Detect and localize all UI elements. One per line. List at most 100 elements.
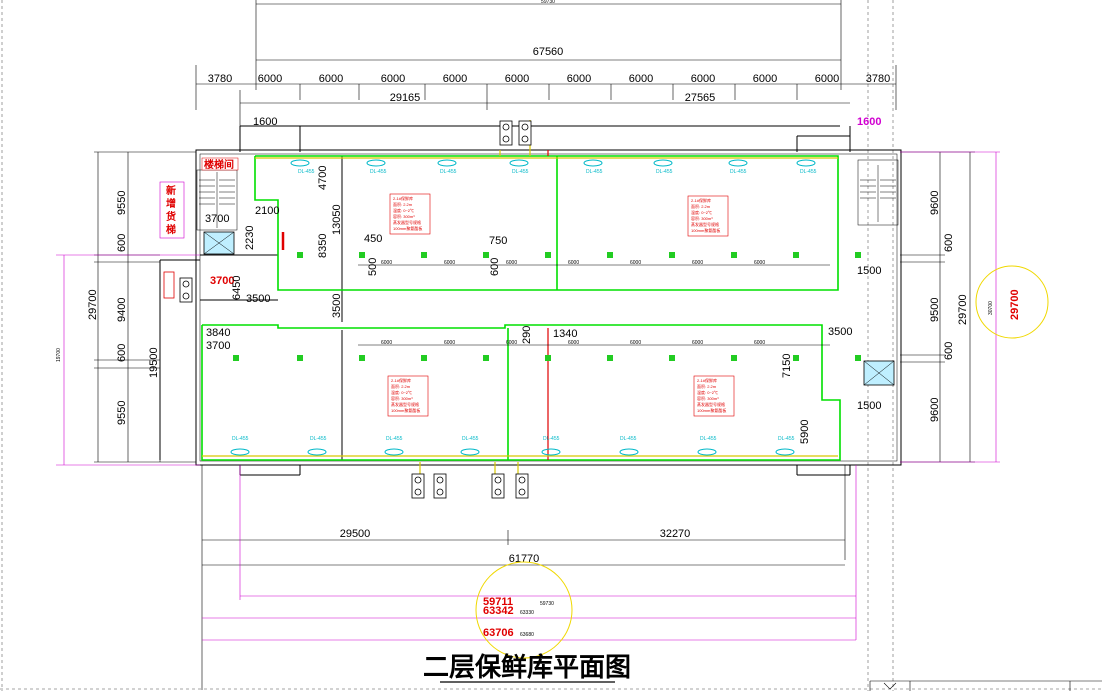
- dim-1340: 1340: [553, 328, 577, 340]
- refrigerant-piping: [281, 150, 549, 460]
- dim-5900: 5900: [799, 420, 811, 444]
- dim-bottom-left: 29500: [340, 528, 371, 540]
- room-legend-box-3: 2-1#保鲜库 面积: 2.2m 温度: 0~2℃ 容积: 300m³ 蒸发器型…: [387, 375, 429, 417]
- condensing-units: [163, 120, 532, 499]
- dim-2100: 2100: [255, 205, 279, 217]
- bay-dim: 6000: [381, 73, 405, 85]
- evaporator-unit-labels: DL-455 DL-455 DL-455 DL-455 DL-455 DL-45…: [232, 169, 817, 442]
- interior-grid-dim-lines: [358, 264, 830, 346]
- dim-3700-b: 3700: [206, 340, 230, 352]
- freight-elevator-left: [203, 231, 235, 255]
- evaporators-top: [290, 159, 816, 167]
- bottom-magenta-dims: [202, 465, 857, 641]
- svg-text:DL-455: DL-455: [620, 436, 637, 442]
- svg-text:100mm聚氨酯板: 100mm聚氨酯板: [691, 227, 720, 233]
- svg-text:面积: 2.2m: 面积: 2.2m: [393, 201, 413, 207]
- svg-text:6000: 6000: [630, 340, 641, 346]
- dim-600-b-right: 600: [943, 342, 955, 360]
- svg-text:容积: 300m³: 容积: 300m³: [691, 215, 713, 221]
- bay-dim: 6000: [443, 73, 467, 85]
- highlight-circle-bottom: [475, 561, 573, 659]
- new-elevator-label-box: [159, 181, 185, 239]
- column-markers: [233, 252, 861, 361]
- svg-text:温度: 0~2℃: 温度: 0~2℃: [697, 389, 718, 395]
- dim-290: 290: [521, 326, 533, 344]
- dim-500: 500: [367, 258, 379, 276]
- svg-text:容积: 300m³: 容积: 300m³: [391, 395, 413, 401]
- svg-text:梯: 梯: [166, 223, 176, 236]
- dim-2230: 2230: [244, 226, 256, 250]
- dim-7150: 7150: [781, 354, 793, 378]
- dim-6450: 6450: [231, 276, 243, 300]
- bay-dim: 6000: [753, 73, 777, 85]
- dim-600-a-right: 600: [943, 234, 955, 252]
- room-legend-box-4: 2-1#保鲜库 面积: 2.2m 温度: 0~2℃ 容积: 300m³ 蒸发器型…: [693, 375, 735, 417]
- svg-text:容积: 300m³: 容积: 300m³: [697, 395, 719, 401]
- svg-text:蒸发器型号规格: 蒸发器型号规格: [697, 401, 725, 407]
- dim-red-b: 63342: [483, 605, 514, 617]
- svg-text:DL-455: DL-455: [656, 169, 673, 175]
- svg-text:6000: 6000: [692, 340, 703, 346]
- top-dimension-lines: [195, 0, 897, 130]
- dim-half-left: 29165: [390, 92, 421, 104]
- svg-text:温度: 0~2℃: 温度: 0~2℃: [391, 389, 412, 395]
- dim-600-b: 600: [116, 344, 128, 362]
- highlight-circle-right: [975, 265, 1049, 339]
- dim-8350: 8350: [317, 234, 329, 258]
- yellow-piping: [202, 120, 838, 478]
- dim-4700: 4700: [317, 166, 329, 190]
- dim-3500-a: 3500: [246, 293, 270, 305]
- dim-3840: 3840: [206, 327, 230, 339]
- svg-text:100mm聚氨酯板: 100mm聚氨酯板: [697, 407, 726, 413]
- title-block: [869, 680, 1102, 691]
- svg-text:6000: 6000: [754, 340, 765, 346]
- bay-dim: 3780: [208, 73, 232, 85]
- right-stairwell: [857, 159, 899, 226]
- svg-text:蒸发器型号规格: 蒸发器型号规格: [393, 219, 421, 225]
- svg-text:6000: 6000: [381, 340, 392, 346]
- svg-text:100mm聚氨酯板: 100mm聚氨酯板: [393, 225, 422, 231]
- svg-text:2-1#保鲜库: 2-1#保鲜库: [697, 377, 717, 383]
- dim-highlight-right: 29700: [1009, 289, 1021, 320]
- dim-9550-top: 9550: [116, 191, 128, 215]
- dim-9500: 9500: [929, 298, 941, 322]
- svg-text:DL-455: DL-455: [730, 169, 747, 175]
- building-outline: [159, 125, 902, 476]
- bay-dim: 6000: [319, 73, 343, 85]
- svg-text:2-1#保鲜库: 2-1#保鲜库: [691, 197, 711, 203]
- svg-text:DL-455: DL-455: [700, 436, 717, 442]
- dim-29700-right: 29700: [957, 294, 969, 325]
- dim-red-a: 59711: [483, 596, 513, 608]
- svg-text:DL-455: DL-455: [232, 436, 249, 442]
- bay-dim: 6000: [505, 73, 529, 85]
- bay-dim: 6000: [258, 73, 282, 85]
- dim-30700: 30700: [988, 301, 994, 315]
- svg-text:6000: 6000: [754, 260, 765, 266]
- dim-red-c: 63706: [483, 627, 514, 639]
- dim-600-mid: 600: [489, 258, 501, 276]
- bay-dim: 3780: [866, 73, 890, 85]
- dim-red-a-small: 59730: [540, 601, 554, 607]
- svg-text:DL-455: DL-455: [462, 436, 479, 442]
- dim-9600-top: 9600: [929, 191, 941, 215]
- svg-text:6000: 6000: [630, 260, 641, 266]
- dim-19700: 19700: [56, 348, 62, 362]
- svg-text:6000: 6000: [444, 260, 455, 266]
- dim-1500-a: 1500: [857, 265, 881, 277]
- evaporators-bottom: [230, 448, 795, 456]
- svg-text:DL-455: DL-455: [586, 169, 603, 175]
- dim-13050: 13050: [331, 204, 343, 235]
- dim-bottom-right: 32270: [660, 528, 691, 540]
- svg-text:6000: 6000: [506, 340, 517, 346]
- svg-text:温度: 0~2℃: 温度: 0~2℃: [691, 209, 712, 215]
- left-magenta-dims: [56, 254, 200, 466]
- svg-text:面积: 2.2m: 面积: 2.2m: [697, 383, 717, 389]
- dim-9550-bot: 9550: [116, 401, 128, 425]
- svg-text:DL-455: DL-455: [298, 169, 315, 175]
- room-legend-box-2: 2-1#保鲜库 面积: 2.2m 温度: 0~2℃ 容积: 300m³ 蒸发器型…: [687, 195, 729, 237]
- svg-text:100mm聚氨酯板: 100mm聚氨酯板: [391, 407, 420, 413]
- svg-text:DL-455: DL-455: [370, 169, 387, 175]
- dim-29700-left: 29700: [87, 289, 99, 320]
- dim-overall-small: 59730: [541, 0, 555, 5]
- svg-text:2-1#保鲜库: 2-1#保鲜库: [391, 377, 411, 383]
